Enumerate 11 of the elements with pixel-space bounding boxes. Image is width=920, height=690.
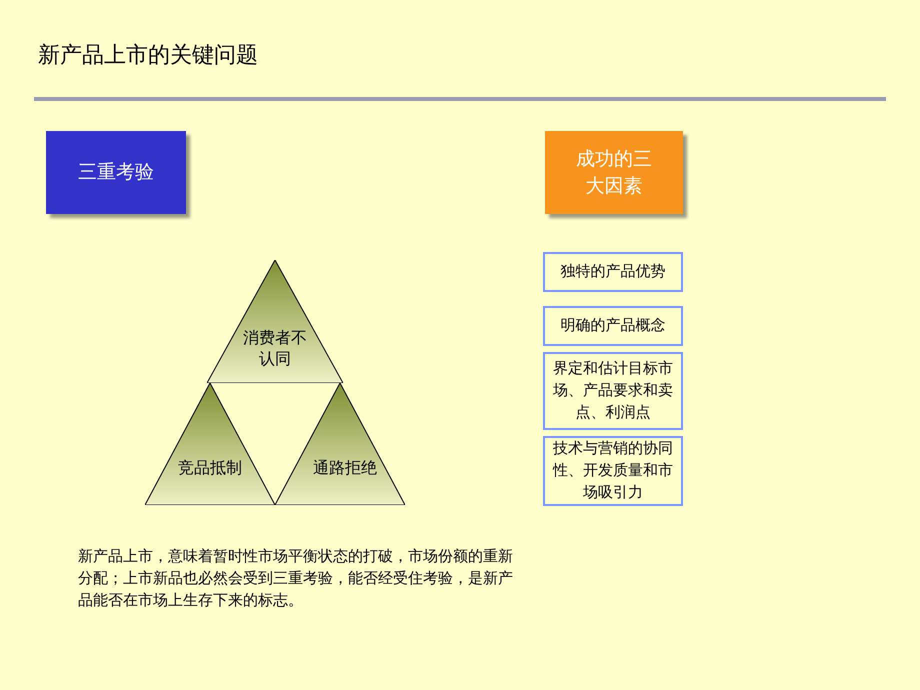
slide-title: 新产品上市的关键问题 — [38, 42, 258, 70]
body-paragraph: 新产品上市，意味着暂时性市场平衡状态的打破，市场份额的重新分配；上市新品也必然会受到三重考验，能否经受住考验，是新产品能否在市场上生存下来的标志。 — [78, 546, 514, 610]
triangle-label: 竞品抵制 — [177, 458, 243, 479]
triangle-label: 通路拒绝 — [312, 458, 378, 479]
factor-box: 明确的产品概念 — [543, 306, 683, 346]
factor-box: 独特的产品优势 — [543, 252, 683, 292]
factor-box: 界定和估计目标市场、产品要求和卖点、利润点 — [543, 352, 683, 430]
heading-box: 成功的三大因素 — [545, 131, 683, 214]
factor-box: 技术与营销的协同性、开发质量和市场吸引力 — [543, 436, 683, 506]
heading-box: 三重考验 — [46, 131, 186, 214]
triangle-label: 消费者不认同 — [243, 328, 307, 370]
